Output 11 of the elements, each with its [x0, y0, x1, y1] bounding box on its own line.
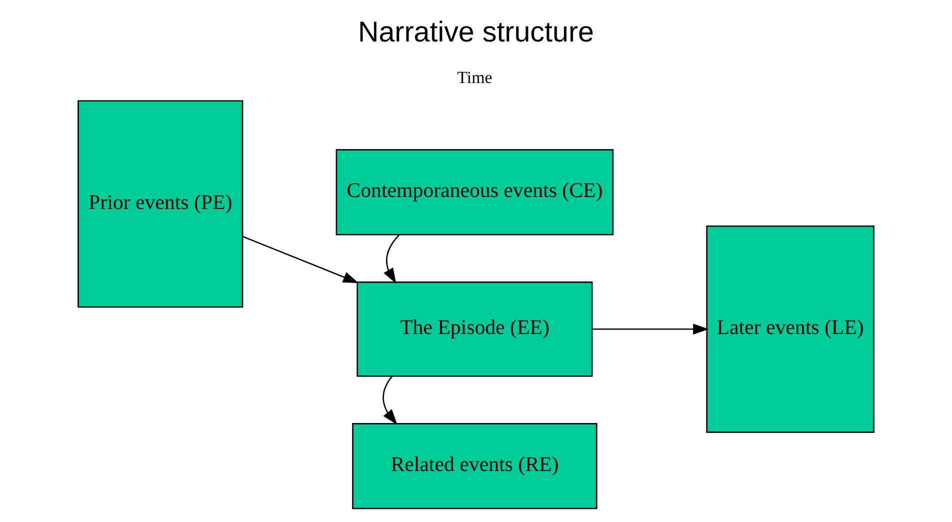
node-box: The Episode (EE): [356, 282, 593, 377]
node-box: Prior events (PE): [78, 100, 244, 308]
node-box: Later events (LE): [706, 225, 874, 433]
arrow: [384, 234, 400, 284]
label: Time: [457, 68, 492, 88]
diagram-title: Narrative structure: [358, 16, 594, 49]
arrow: [382, 376, 398, 425]
node-box: Related events (RE): [352, 423, 598, 510]
arrow: [242, 236, 359, 284]
arrow: [592, 324, 709, 335]
node-box: Contemporaneous events (CE): [336, 149, 614, 236]
